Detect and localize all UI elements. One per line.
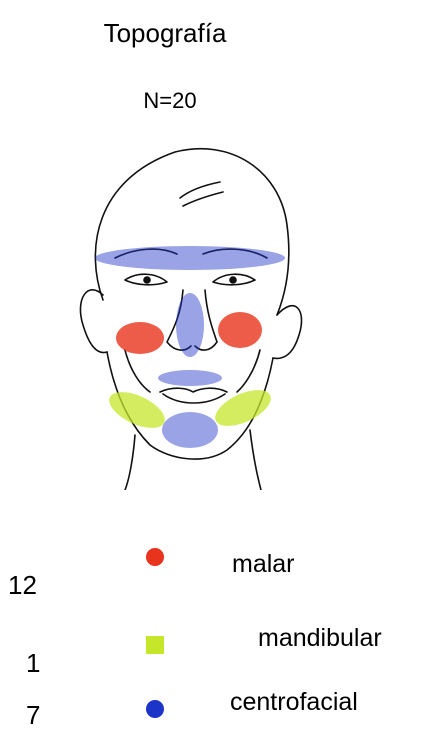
sample-size: N=20 bbox=[0, 88, 340, 114]
malar-label: malar bbox=[232, 550, 295, 579]
malar-count: 12 bbox=[8, 570, 37, 601]
mandibular-label: mandibular bbox=[258, 624, 382, 653]
centrofacial-swatch bbox=[144, 698, 166, 720]
malar-swatch bbox=[144, 546, 166, 568]
figure-title: Topografía bbox=[0, 18, 330, 49]
centrofacial-count: 7 bbox=[26, 700, 40, 731]
centrofacial-label: centrofacial bbox=[230, 688, 358, 717]
mandibular-count: 1 bbox=[26, 648, 40, 679]
face-illustration bbox=[55, 130, 325, 490]
mandibular-swatch bbox=[144, 634, 166, 656]
